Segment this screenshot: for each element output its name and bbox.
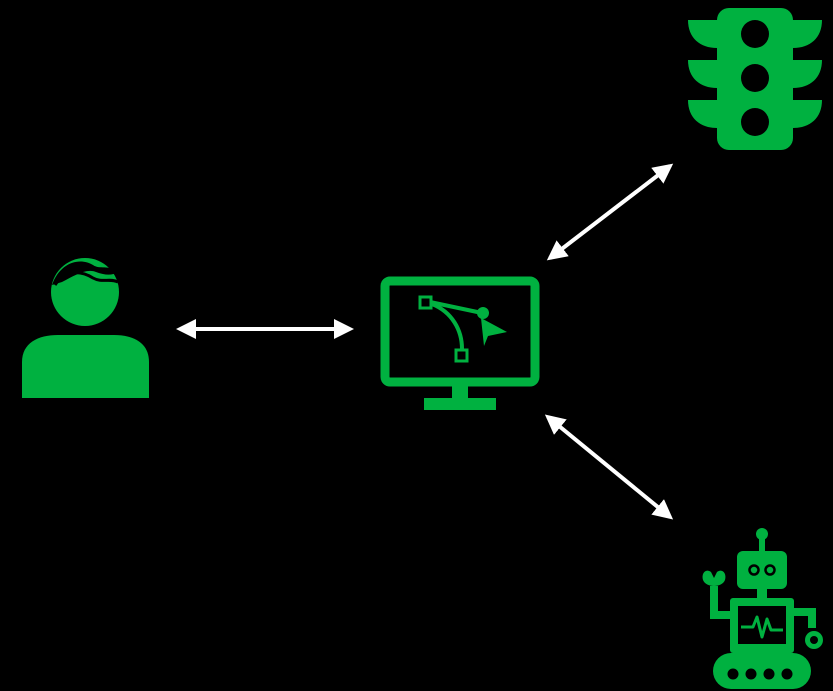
traffic-light-icon — [688, 8, 822, 150]
arrow-monitor-robot — [544, 414, 674, 520]
user-icon — [22, 258, 149, 398]
arrow-monitor-traffic-light — [546, 163, 674, 261]
vector-design-monitor-icon — [380, 276, 540, 410]
robot-icon — [702, 528, 823, 689]
